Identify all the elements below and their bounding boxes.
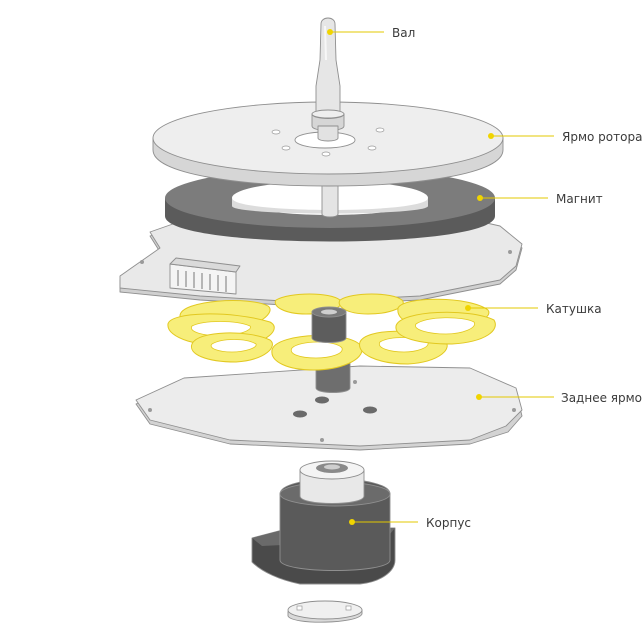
label-housing: Корпус — [349, 516, 471, 530]
bottom-cap-plate — [287, 600, 363, 623]
label-magnet: Магнит — [477, 192, 603, 206]
svg-text:Ярмо ротора: Ярмо ротора — [562, 130, 642, 144]
magnet-ring — [165, 168, 495, 242]
svg-text:Заднее ярмо: Заднее ярмо — [561, 391, 642, 405]
svg-text:Вал: Вал — [392, 26, 415, 40]
back-yoke-plate — [135, 359, 523, 451]
svg-text:Магнит: Магнит — [556, 192, 603, 206]
housing — [251, 460, 396, 585]
svg-text:Катушка: Катушка — [546, 302, 602, 316]
svg-text:Корпус: Корпус — [426, 516, 471, 530]
label-coil: Катушка — [465, 302, 602, 316]
coil — [338, 293, 404, 315]
label-back-yoke: Заднее ярмо — [476, 391, 642, 405]
label-rotor-yoke: Ярмо ротора — [488, 130, 642, 144]
shaft — [311, 17, 345, 142]
coil-ring — [167, 293, 496, 371]
label-shaft: Вал — [327, 26, 415, 40]
connector — [169, 257, 241, 295]
